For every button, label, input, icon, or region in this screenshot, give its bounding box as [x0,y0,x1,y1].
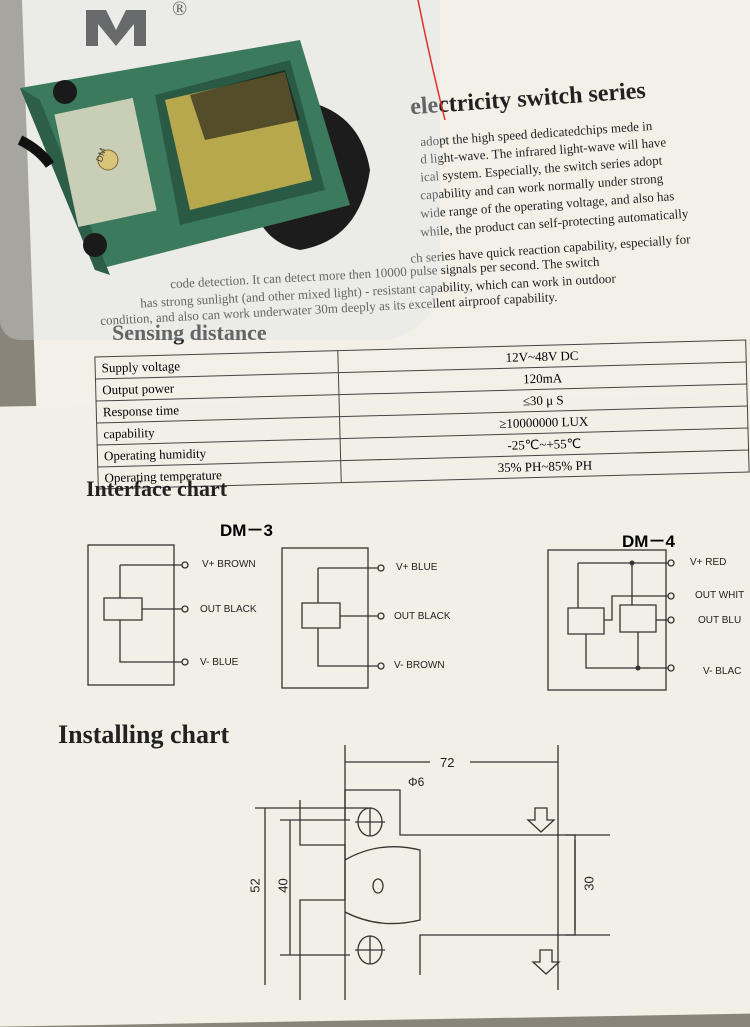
dim-width-72: 72 [440,755,455,770]
d3-label-vminus: V- BLAC [703,666,742,677]
d1-label-vplus: V+ BROWN [202,559,256,570]
dm3-label: DM－3 [220,521,273,540]
diagram-2-housing [281,547,369,689]
d1-label-vminus: V- BLUE [200,657,239,668]
diagram-1-housing [87,544,175,686]
d2-label-vminus: V- BROWN [394,660,445,671]
interface-heading: Interface chart [86,476,228,501]
installing-drawing [255,745,610,1000]
d3-label-out1: OUT WHIT [695,590,745,601]
wiring-diagrams [87,544,675,691]
d2-label-vplus: V+ BLUE [396,562,438,573]
dim-hole-phi6: Φ6 [408,775,425,789]
registered-mark: ® [172,0,188,20]
d3-label-vplus: V+ RED [690,557,727,568]
d2-label-out: OUT BLACK [394,611,451,622]
d3-label-out2: OUT BLU [698,615,742,626]
dm4-label: DM－4 [622,532,675,551]
photoelectric-switch-device [17,0,446,275]
d1-label-out: OUT BLACK [200,604,257,615]
sensing-heading: Sensing distance [112,320,267,345]
installing-heading: Installing chart [58,720,230,749]
